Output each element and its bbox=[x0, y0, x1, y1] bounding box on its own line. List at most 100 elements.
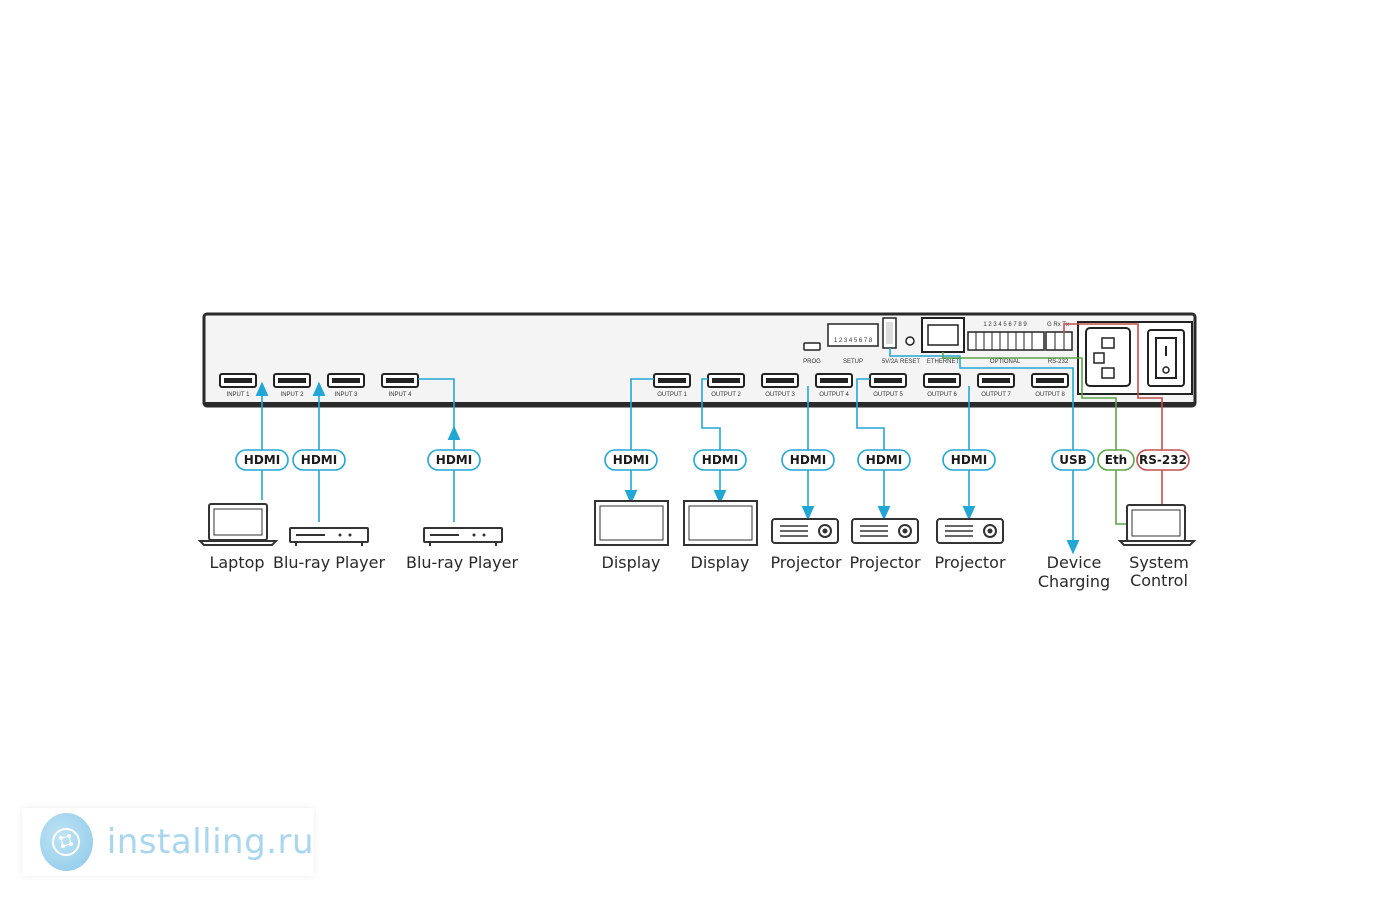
hdmi-pill-projector-1: HDMI bbox=[781, 449, 835, 471]
hdmi-input-3[interactable]: INPUT 3 bbox=[327, 373, 365, 398]
laptop-label: Laptop bbox=[209, 553, 264, 572]
optional-label: OPTIONAL bbox=[990, 359, 1021, 365]
projector-1-label: Projector bbox=[770, 553, 842, 572]
display-2-label: Display bbox=[691, 553, 750, 572]
terminal-block[interactable]: 1 2 3 4 5 6 7 8 9 OPTIONAL bbox=[967, 322, 1045, 365]
prog-port[interactable]: PROG bbox=[803, 342, 821, 365]
cable-labels: HDMI HDMI HDMI HDMI HDMI HDMI HDMI HDMI bbox=[235, 449, 1190, 471]
output-ports: OUTPUT 1 OUTPUT 2 OUTPUT 3 OUTPUT 4 OUTP… bbox=[653, 373, 1069, 398]
ethernet-port[interactable]: ETHERNET bbox=[921, 317, 965, 365]
display-icon bbox=[594, 500, 669, 546]
hdmi-pill-projector-2: HDMI bbox=[857, 449, 911, 471]
projector-icon bbox=[851, 518, 919, 544]
devices: Laptop Blu-ray Player Blu-ray Player Dis… bbox=[197, 500, 1197, 591]
usb-pill: USB bbox=[1051, 449, 1095, 471]
power-inlet-icon bbox=[1085, 327, 1131, 387]
bluray-1-label: Blu-ray Player bbox=[273, 553, 385, 572]
globe-logo-icon bbox=[40, 813, 93, 871]
usb-label: 5V/2A bbox=[882, 359, 898, 365]
cable-eth bbox=[942, 352, 1132, 525]
hdmi-pill-text: HDMI bbox=[436, 453, 472, 467]
hdmi-input-1[interactable]: INPUT 1 bbox=[219, 373, 257, 398]
hdmi-pill-laptop: HDMI bbox=[235, 449, 289, 471]
device-charging-label-1: Device bbox=[1047, 553, 1102, 572]
cable-rs232 bbox=[1063, 323, 1163, 504]
bluray-player-icon bbox=[289, 527, 369, 546]
rs232-pill-text: RS-232 bbox=[1139, 453, 1187, 467]
hdmi-input-4[interactable]: INPUT 4 bbox=[381, 373, 419, 398]
watermark-text: installing.ru bbox=[106, 822, 314, 862]
cable-usb bbox=[889, 348, 1080, 555]
input-4-label: INPUT 4 bbox=[389, 392, 413, 398]
input-ports: INPUT 1 INPUT 2 INPUT 3 INPUT 4 bbox=[219, 373, 419, 398]
hdmi-pill-text: HDMI bbox=[301, 453, 337, 467]
laptop-icon bbox=[197, 503, 279, 546]
projector-3-label: Projector bbox=[934, 553, 1006, 572]
reset-button[interactable]: RESET bbox=[900, 336, 920, 365]
cable-bluray-2 bbox=[418, 378, 455, 522]
hdmi-pill-bluray-2: HDMI bbox=[427, 449, 481, 471]
hdmi-output-2[interactable]: OUTPUT 2 bbox=[707, 373, 745, 398]
power-switch[interactable] bbox=[1147, 329, 1185, 387]
hdmi-output-5[interactable]: OUTPUT 5 bbox=[869, 373, 907, 398]
hdmi-pill-text: HDMI bbox=[790, 453, 826, 467]
input-1-label: INPUT 1 bbox=[227, 392, 251, 398]
hdmi-output-4[interactable]: OUTPUT 4 bbox=[815, 373, 853, 398]
setup-digits: 1 2 3 4 5 6 7 8 bbox=[834, 338, 873, 344]
display-icon bbox=[683, 500, 758, 546]
hdmi-pill-text: HDMI bbox=[613, 453, 649, 467]
terminal-digits: 1 2 3 4 5 6 7 8 9 bbox=[983, 322, 1027, 328]
eth-pill: Eth bbox=[1097, 449, 1135, 471]
hdmi-pill-display-2: HDMI bbox=[693, 449, 747, 471]
system-control-label-1: System bbox=[1129, 553, 1189, 572]
hdmi-output-6[interactable]: OUTPUT 6 bbox=[923, 373, 961, 398]
usb-port[interactable]: 5V/2A bbox=[882, 317, 898, 365]
output-4-label: OUTPUT 4 bbox=[819, 392, 849, 398]
hdmi-output-3[interactable]: OUTPUT 3 bbox=[761, 373, 799, 398]
output-6-label: OUTPUT 6 bbox=[927, 392, 957, 398]
projector-2-label: Projector bbox=[849, 553, 921, 572]
system-control-laptop-icon bbox=[1117, 504, 1197, 546]
hdmi-pill-text: HDMI bbox=[866, 453, 902, 467]
output-5-label: OUTPUT 5 bbox=[873, 392, 903, 398]
eth-pill-text: Eth bbox=[1105, 453, 1127, 467]
usb-pill-text: USB bbox=[1059, 453, 1087, 467]
input-3-label: INPUT 3 bbox=[335, 392, 359, 398]
prog-label: PROG bbox=[803, 359, 821, 365]
device-charging-label-2: Charging bbox=[1038, 572, 1110, 591]
setup-dip-switch[interactable]: 1 2 3 4 5 6 7 8 SETUP bbox=[827, 323, 879, 365]
bluray-2-label: Blu-ray Player bbox=[406, 553, 518, 572]
system-control-label-2: Control bbox=[1130, 571, 1188, 590]
cables bbox=[255, 323, 1163, 555]
output-3-label: OUTPUT 3 bbox=[765, 392, 795, 398]
display-1-label: Display bbox=[602, 553, 661, 572]
projector-icon bbox=[936, 518, 1004, 544]
input-2-label: INPUT 2 bbox=[281, 392, 305, 398]
rs232-terminal[interactable]: G Rx Tx RS-232 bbox=[1045, 322, 1073, 365]
rs232-pill: RS-232 bbox=[1136, 449, 1190, 471]
reset-label: RESET bbox=[900, 359, 920, 365]
output-7-label: OUTPUT 7 bbox=[981, 392, 1011, 398]
hdmi-pill-text: HDMI bbox=[244, 453, 280, 467]
setup-label: SETUP bbox=[843, 359, 863, 365]
output-2-label: OUTPUT 2 bbox=[711, 392, 741, 398]
hdmi-pill-text: HDMI bbox=[702, 453, 738, 467]
hdmi-input-2[interactable]: INPUT 2 bbox=[273, 373, 311, 398]
hdmi-pill-projector-3: HDMI bbox=[942, 449, 996, 471]
output-8-label: OUTPUT 8 bbox=[1035, 392, 1065, 398]
watermark: installing.ru bbox=[22, 808, 314, 876]
hdmi-output-7[interactable]: OUTPUT 7 bbox=[977, 373, 1015, 398]
hdmi-pill-display-1: HDMI bbox=[604, 449, 658, 471]
rs232-panel-label: RS-232 bbox=[1048, 359, 1069, 365]
hdmi-output-1[interactable]: OUTPUT 1 bbox=[653, 373, 691, 398]
hdmi-pill-bluray-1: HDMI bbox=[292, 449, 346, 471]
hdmi-output-8[interactable]: OUTPUT 8 bbox=[1031, 373, 1069, 398]
hdmi-pill-text: HDMI bbox=[951, 453, 987, 467]
bluray-player-icon bbox=[423, 527, 503, 546]
output-1-label: OUTPUT 1 bbox=[657, 392, 687, 398]
power-section bbox=[1077, 321, 1193, 395]
control-section: PROG 1 2 3 4 5 6 7 8 SETUP 5V/2A RESET E… bbox=[803, 317, 1193, 395]
rs232-pins: G Rx Tx bbox=[1047, 322, 1069, 328]
ethernet-label: ETHERNET bbox=[927, 359, 960, 365]
